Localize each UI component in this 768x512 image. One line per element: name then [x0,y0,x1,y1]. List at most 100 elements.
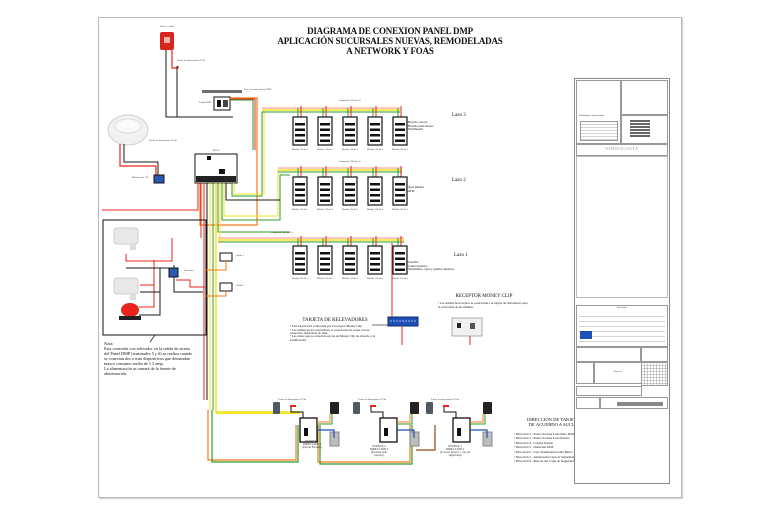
door-1-name: PUERTA 1 [305,439,319,443]
note-title: Nota: [104,341,114,346]
door-3-dir: DIRECCIÓN 4 [445,447,465,452]
controller-board [379,417,398,443]
door-wire [397,414,413,425]
note-line: Esta conexión con relevador en la salida… [104,346,190,351]
module-label: Módulo 734 dir 5 [392,209,409,211]
door-wire [384,428,388,436]
door-1-desc: (Puerta Esclusa) [302,445,322,450]
note-line: alimentación. [104,371,128,376]
access-item: Dirección 6 - Caja Transferencia lado Ba… [514,450,658,455]
lazo-1-title: Lazo 1 [454,253,468,258]
module-label: Módulo 734 dir 4 [367,278,384,280]
lazo-1-item: Transfer [406,260,468,264]
expansion-module-734: Módulo 734 dir 4 [367,166,384,211]
lazo-2-item: ATM [406,189,466,193]
expansion-module-734: Módulo 734 dir 2 [317,166,334,211]
note-block: Nota: Esta conexión con relevador en la … [104,341,222,376]
module-label: Módulo 734 dir 1 [292,149,309,151]
module-label: Módulo 734 dir 3 [342,278,359,280]
door-wire [397,414,411,423]
drawing-number-panel [600,397,668,409]
relevadores-bullet: Esta tarjeta será controlada por el rece… [290,324,380,328]
door-wire [317,414,331,423]
legend-heading: Simbología y nomenclatura [579,115,605,117]
access-item: Dirección 2 - Puerta Esclusa Lado Patio … [514,432,658,437]
door-wire [317,414,333,425]
door-controller: Fuente de alimentación 12Vdc [273,399,340,447]
psu-label: Fuente de alimentación 12Vdc [176,60,206,62]
siren-horn-2 [113,277,139,300]
project-panel: Proyecto [594,362,642,384]
siren-box [102,219,207,336]
lazo-2-bus [278,167,402,173]
output-1-label: Salida 1 [236,255,244,257]
lazo-1-block: Lazo 1 Transfer Control interno Ventanil… [406,253,468,271]
lazo-1-item: Ventanillas, cajas y pasillos internos [406,267,468,271]
output-module-1 [205,252,233,271]
access-item: Dirección 5 - Donación ATM [514,445,658,450]
access-item: Dirección 7 - Antebóveda Cajas de Seguri… [514,455,658,460]
lazo-2-block: Lazo 2 Área pública ATM [406,178,466,193]
door-wire [304,428,308,436]
reader-icon [273,402,280,414]
symbol-panel [621,115,668,144]
legend-panel: Simbología y nomenclatura [576,80,621,144]
module-label: Módulo 734 dir 1 [292,209,309,211]
module-label: Módulo 734 dir 1 [292,278,309,280]
reader-icon [353,402,360,414]
door-2-label: PUERTA 2 DIRECCIÓN 3 (Esclusa lado inter… [366,444,392,458]
smoke-relay-module [153,174,165,184]
access-item: Dirección 8 - Reja de dos Cajas de Segur… [514,459,658,464]
expansion-module-734: Módulo 734 dir 3 [342,236,359,280]
scale-panel [641,347,668,362]
money-clip-receptor [451,317,483,337]
door-2-name: PUERTA 2 [372,444,386,448]
notes-panel [621,80,668,115]
drawn-panel [576,397,600,409]
note-line: del Panel DMP (terminales 5 y 6) se real… [104,351,193,356]
door-3-label: PUERTA 3 DIRECCIÓN 4 (Control interno / … [438,444,472,458]
access-item: Dirección 4 - Control Interno [514,441,658,446]
logo-panel: SIMBOLOGÍA [576,144,668,156]
lazo-1-item: Control interno [406,264,468,268]
door-wire [370,407,384,418]
strobe-label: Sirena / estrobo [159,26,175,28]
door-wire [457,428,461,436]
lazo-3-item: Bóveda particulares [406,124,466,128]
keypad-reader-icon [483,402,492,414]
module-label: Módulo 734 dir 5 [392,149,409,151]
note-line: se conectan dos o más dispositivos que d… [104,356,190,361]
output-module-2 [205,282,233,297]
door-wire [470,414,484,423]
module-label: Módulo 734 dir 5 [392,278,409,280]
receptor-bullet: Las salidas del receptor se conectaran a… [438,302,530,309]
expansion-module-734: Módulo 734 dir 1 [292,106,309,151]
psu-icon [443,405,449,407]
revisions-panel: Revisiones [576,305,668,347]
receptor-heading: RECEPTOR MONEY CLIP [455,294,513,299]
lazo-3-item: Patrimonial [406,127,466,131]
grid-panel [641,362,668,386]
keypad-label: Teclado DMP [198,102,212,104]
date-panel [576,362,594,384]
logo-text: SIMBOLOGÍA [605,146,639,151]
expansion-module-734: Módulo 734 dir 4 [367,236,384,280]
siren-relay [168,267,179,278]
keypad-reader-icon [410,402,419,414]
module-label: Módulo 734 dir 3 [342,149,359,151]
sheet-panel [576,386,642,396]
title-line-3: A NETWORK Y FOAS [346,46,434,56]
blank-panel [576,156,668,298]
company-logo-icon [580,331,592,339]
note-line: mayor consumo arriba de 1.5 amp. [104,361,164,366]
lan-label: Red / conexión ethernet DMP [244,89,272,91]
door-wire [470,429,488,438]
expansion-module-734: Módulo 734 dir 4 [367,106,384,151]
door-psu-label: Fuente de alimentación 12Vdc [278,399,306,401]
door-wire [290,407,304,418]
smoke-psu-label: Fuente de alimentación 12Vdc [148,140,178,142]
expansion-module-734: Módulo 734 dir 2 [317,106,334,151]
controller-board [452,417,471,443]
relevadores-heading: TARJETA DE RELEVADORES [302,318,368,323]
psu-icon [290,405,296,407]
